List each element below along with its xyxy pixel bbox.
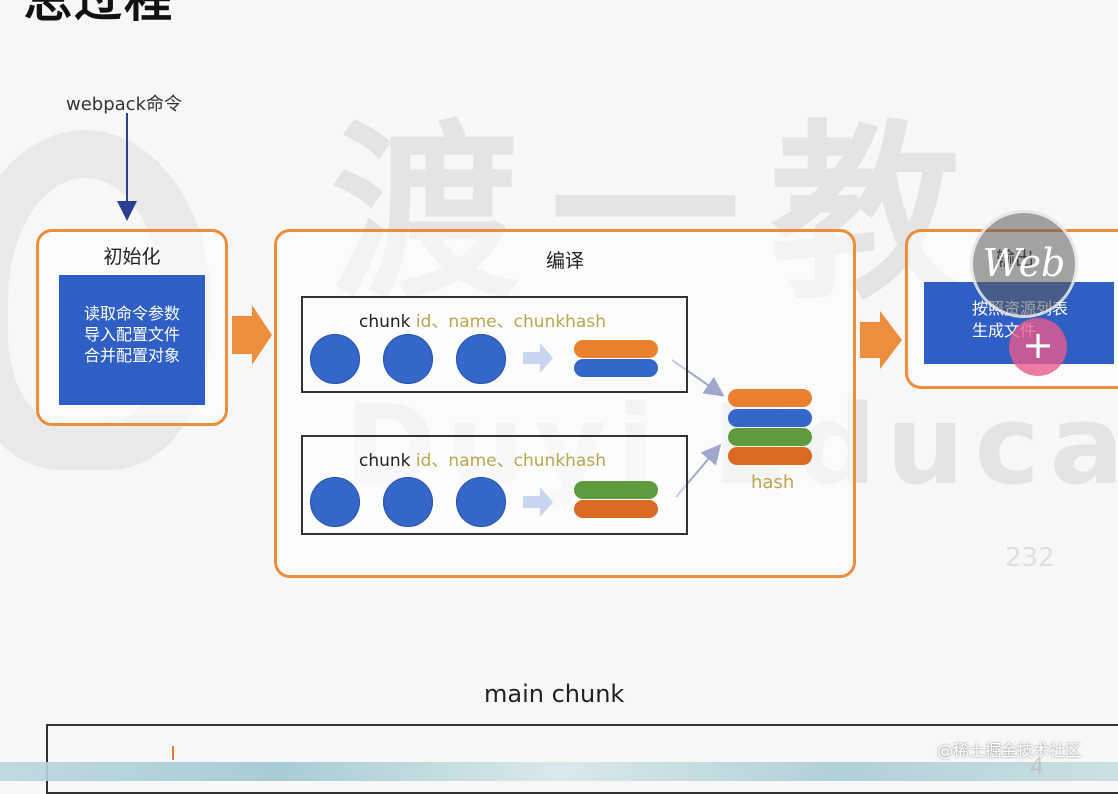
credit-watermark: @稀土掘金技术社区	[937, 741, 1082, 760]
asset-pill-green	[574, 481, 658, 499]
orange-arrow-compile-output	[860, 311, 902, 369]
watermark-number: 232	[1005, 543, 1055, 573]
init-stage-title: 初始化	[103, 246, 161, 268]
module-circle	[456, 477, 506, 527]
watermark-number-bottom: 4	[1030, 755, 1044, 780]
init-steps-panel: 读取命令参数 导入配置文件 合并配置对象	[59, 275, 205, 405]
module-circle	[310, 334, 360, 384]
chunk-label: chunk id、name、chunkhash	[359, 312, 606, 332]
hash-label: hash	[751, 472, 795, 493]
webpack-command-label: webpack命令	[66, 94, 182, 115]
compile-stage-title: 编译	[545, 250, 584, 272]
asset-pill-blue	[574, 359, 658, 377]
module-circle	[456, 334, 506, 384]
init-step-line: 导入配置文件	[83, 325, 180, 344]
init-step-line: 读取命令参数	[83, 304, 180, 323]
plus-button[interactable]: +	[1009, 318, 1067, 376]
module-circle	[383, 477, 433, 527]
hash-pill-blue	[728, 409, 812, 427]
bottom-tick-mark	[172, 746, 174, 760]
chunk-label: chunk id、name、chunkhash	[359, 451, 606, 471]
web-logo-icon[interactable]: Web	[970, 210, 1078, 318]
bottom-decor-strip	[0, 762, 1118, 781]
asset-pill-orange	[574, 500, 658, 518]
page-title: 总过程	[24, 0, 175, 28]
hash-pill-orange	[728, 389, 812, 407]
init-stage-box: 初始化 读取命令参数 导入配置文件 合并配置对象	[36, 229, 228, 426]
main-chunk-label: main chunk	[484, 680, 625, 708]
hash-pill-orange-dark	[728, 447, 812, 465]
hash-pill-green	[728, 428, 812, 446]
module-circle	[310, 477, 360, 527]
asset-pill-orange	[574, 340, 658, 358]
orange-arrow-init-compile	[232, 305, 272, 365]
init-step-line: 合并配置对象	[83, 346, 180, 365]
module-circle	[383, 334, 433, 384]
